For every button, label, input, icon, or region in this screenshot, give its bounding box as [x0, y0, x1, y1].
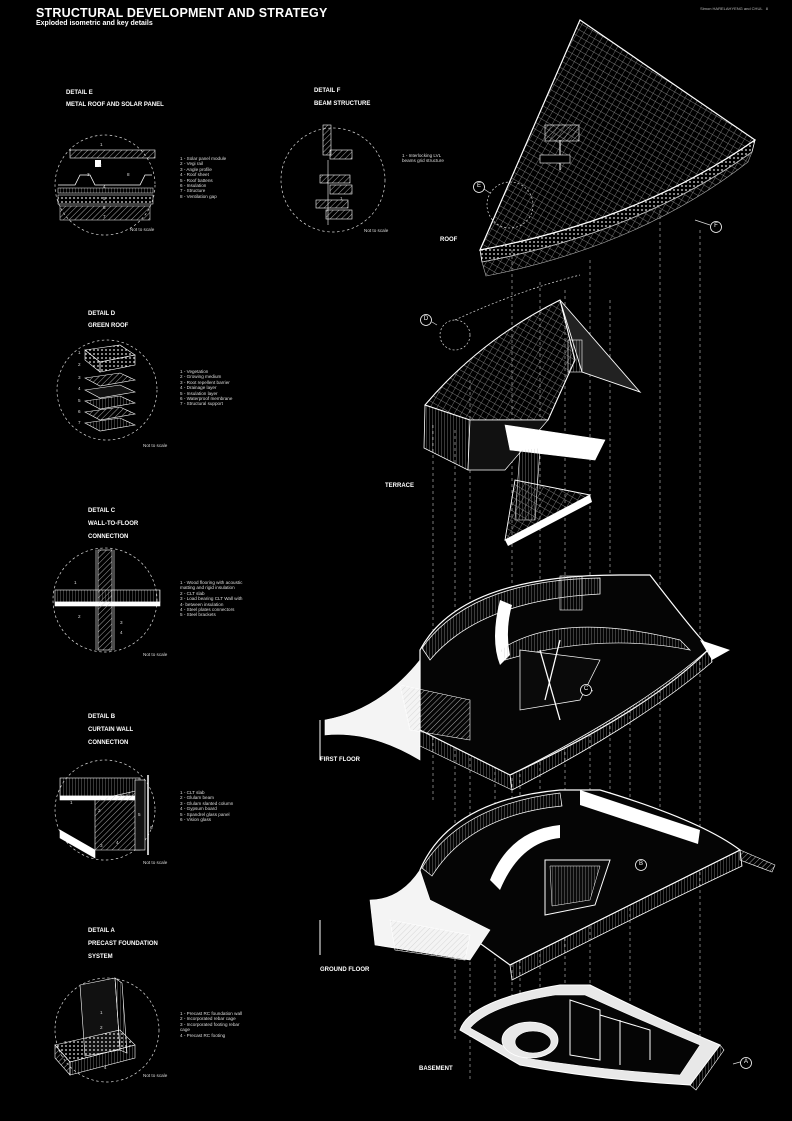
- basement-level: [459, 984, 725, 1091]
- detail-b-num: 2: [98, 808, 101, 813]
- detail-a-num: 2: [100, 1025, 103, 1030]
- detail-e-num: 5: [103, 196, 106, 201]
- detail-a-num: 4: [104, 1065, 107, 1070]
- detail-b-name-1: CURTAIN WALL: [88, 727, 134, 733]
- detail-e-label: DETAIL E: [66, 90, 93, 96]
- corner-note: Simon HARELAHYENG and CHUL 8: [700, 6, 768, 11]
- detail-d-num: 5: [78, 398, 81, 403]
- detail-f-legend: 1 - Interlocking LVL beams grid structur…: [402, 153, 444, 164]
- detail-b-num: 3: [100, 843, 103, 848]
- detail-a-label: DETAIL A: [88, 928, 115, 934]
- detail-a-legend: 1 - Precast RC foundation wall 2 - Incor…: [180, 1011, 243, 1038]
- detail-c-name-2: CONNECTION: [88, 534, 129, 540]
- detail-a-drawing: [54, 977, 136, 1076]
- detail-d-drawing: [84, 344, 136, 432]
- detail-d-num: 3: [78, 375, 81, 380]
- detail-c-num: 4: [120, 630, 123, 635]
- detail-d-num: 7: [78, 420, 81, 425]
- callout-badges: [420, 181, 752, 1069]
- detail-e-num: 1: [100, 142, 103, 147]
- detail-a-num: 1: [100, 1010, 103, 1015]
- detail-b-label: DETAIL B: [88, 714, 116, 720]
- detail-d-num: 4: [78, 386, 81, 391]
- detail-b-drawing: [59, 775, 149, 859]
- detail-f-num: 1: [340, 196, 343, 201]
- detail-d-label: DETAIL D: [88, 311, 116, 317]
- detail-b-num: 4: [116, 840, 119, 845]
- detail-f-label: DETAIL F: [314, 88, 341, 94]
- detail-a-name-2: SYSTEM: [88, 954, 113, 960]
- detail-b-legend: 1 - CLT slab 2 - Glulam beam 3 - Glulam …: [180, 790, 234, 823]
- detail-c-scale: Not to scale: [143, 652, 168, 657]
- detail-d-num: 6: [78, 409, 81, 414]
- page-title: STRUCTURAL DEVELOPMENT AND STRATEGY: [36, 6, 328, 20]
- author-note: Simon HARELAHYENG and CHUL: [700, 6, 763, 11]
- detail-d-num: 2: [78, 362, 81, 367]
- detail-f-scale: Not to scale: [364, 228, 389, 233]
- detail-e-legend: 1 - Solar panel module 2 - Vegi rail 3 -…: [180, 156, 227, 199]
- detail-e-drawing: [57, 149, 156, 221]
- detail-a-scale: Not to scale: [143, 1073, 168, 1078]
- floor-label-basement: BASEMENT: [419, 1066, 453, 1072]
- detail-c-num: 2: [78, 614, 81, 619]
- floor-label-terrace: TERRACE: [385, 483, 415, 489]
- floor-label-roof: ROOF: [440, 237, 458, 243]
- detail-c-label: DETAIL C: [88, 508, 116, 514]
- detail-d-legend: 1 - Vegetation 2 - Growing medium 3 - Ro…: [180, 369, 233, 407]
- page-number: 8: [765, 6, 768, 11]
- terrace-level: [423, 299, 642, 546]
- roof-level: [478, 19, 757, 277]
- detail-b-name-2: CONNECTION: [88, 740, 129, 746]
- detail-e-num: 2: [99, 163, 102, 168]
- detail-d-scale: Not to scale: [143, 443, 168, 448]
- callout-e: E: [476, 183, 481, 189]
- detail-f-drawing: [315, 124, 353, 225]
- first-floor-level: [319, 574, 730, 791]
- detail-c-name-1: WALL-TO-FLOOR: [88, 521, 139, 527]
- detail-b-num: 6: [150, 825, 153, 830]
- detail-b-num: 1: [70, 800, 73, 805]
- detail-e-num: 3: [87, 172, 90, 177]
- detail-a-name-1: PRECAST FOUNDATION: [88, 941, 158, 947]
- floor-label-first-floor: FIRST FLOOR: [320, 757, 360, 763]
- detail-e-num: 4: [103, 184, 106, 189]
- callout-f: F: [714, 223, 718, 229]
- detail-d-name: GREEN ROOF: [88, 323, 129, 329]
- callout-a: A: [743, 1059, 748, 1065]
- detail-e-name: METAL ROOF AND SOLAR PANEL: [66, 102, 164, 108]
- detail-e-scale: Not to scale: [130, 227, 155, 232]
- detail-e-num: 8: [127, 172, 130, 177]
- ground-floor-level: [319, 789, 776, 981]
- callout-b: B: [638, 861, 643, 867]
- callout-d: D: [423, 316, 429, 322]
- callout-c: C: [583, 686, 589, 692]
- detail-c-num: 3: [120, 620, 123, 625]
- detail-b-scale: Not to scale: [143, 860, 168, 865]
- detail-e-num: 6: [103, 205, 106, 210]
- detail-b-num: 5: [138, 812, 141, 817]
- detail-d-num: 1: [78, 350, 81, 355]
- detail-c-num: 1: [74, 580, 77, 585]
- floor-label-ground-floor: GROUND FLOOR: [320, 967, 370, 973]
- page-subtitle: Exploded isometric and key details: [36, 20, 153, 27]
- detail-c-drawing: [54, 549, 161, 651]
- detail-f-name: BEAM STRUCTURE: [314, 101, 371, 107]
- detail-e-num: 7: [103, 214, 106, 219]
- detail-a-num: 3: [64, 1040, 67, 1045]
- detail-c-legend: 1 - Wood flooring with acoustic matting …: [180, 580, 243, 618]
